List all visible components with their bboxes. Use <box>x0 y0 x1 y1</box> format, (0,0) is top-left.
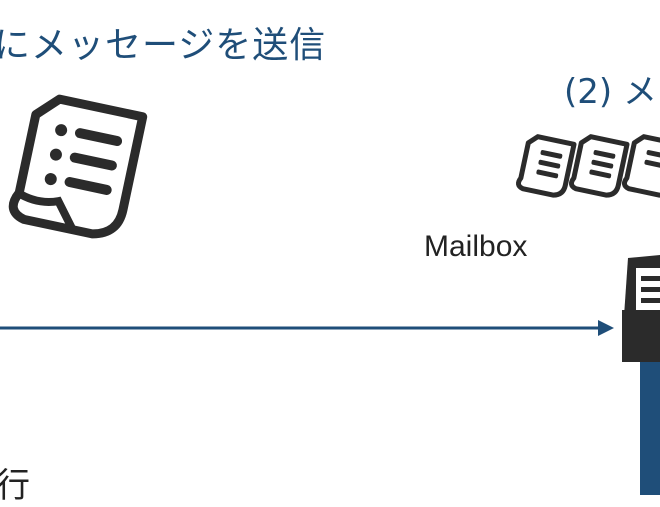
mailbox-icon <box>622 255 660 495</box>
bottom-fragment-label: 行 <box>0 466 30 506</box>
send-message-label: にメッセージを送信 <box>0 25 327 66</box>
step2-label: (2) メ <box>564 72 657 112</box>
document-stack-icon <box>515 134 660 198</box>
arrow-right-icon <box>0 320 614 336</box>
mailbox-label: Mailbox <box>424 230 528 263</box>
document-list-icon <box>8 94 148 239</box>
diagram-canvas <box>0 94 660 495</box>
